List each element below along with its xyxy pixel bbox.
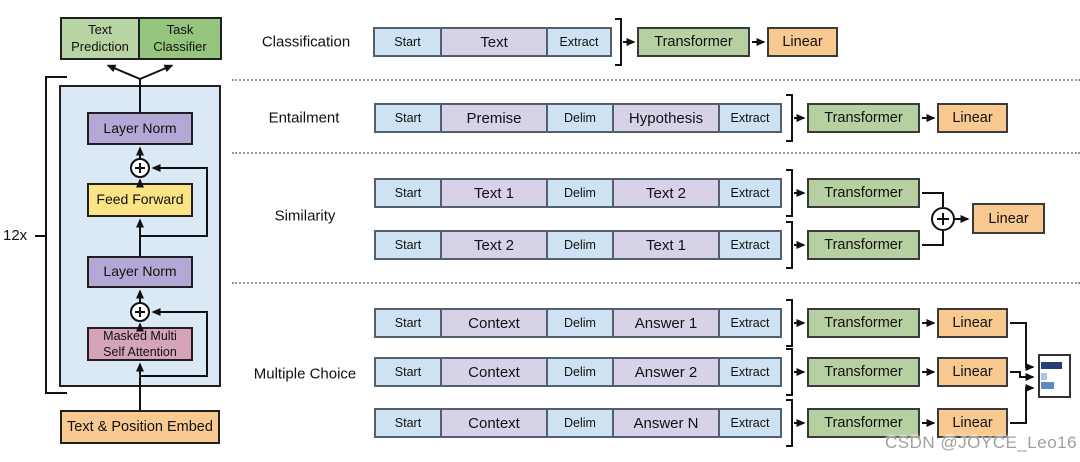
layer-norm-top-box: Layer Norm — [87, 112, 193, 145]
multiple-choice-transformer-box-1: Transformer — [807, 308, 920, 338]
similarity-transformer-box-2: Transformer — [807, 230, 920, 260]
multiple-choice-bracket-1 — [786, 299, 793, 347]
similarity-transformer-box-1: Transformer — [807, 178, 920, 208]
classification-transformer-box: Transformer — [637, 27, 750, 57]
multiple-choice-transformer-box-2: Transformer — [807, 357, 920, 387]
classification-label: Classification — [261, 33, 351, 51]
answer-bar-1 — [1041, 362, 1062, 369]
seq-cell-text: Text — [442, 29, 548, 55]
seq-cell-premise: Premise — [442, 105, 548, 131]
text-prediction-box: Text Prediction — [60, 17, 140, 60]
seq-cell-context: Context — [442, 410, 548, 436]
similarity-linear-box: Linear — [972, 203, 1045, 234]
multiple-choice-bracket-3 — [786, 399, 793, 447]
answer-bar-2 — [1041, 373, 1047, 380]
seq-cell-answerN: Answer N — [614, 410, 720, 436]
similarity-sequence-1: Start Text 1 Delim Text 2 Extract — [374, 178, 782, 208]
seq-cell-start: Start — [376, 410, 442, 436]
seq-cell-start: Start — [376, 359, 442, 385]
seq-cell-start: Start — [375, 29, 442, 55]
feed-forward-box: Feed Forward — [87, 183, 193, 217]
classification-bracket — [615, 18, 622, 66]
seq-cell-start: Start — [376, 310, 442, 336]
seq-cell-delim: Delim — [548, 310, 614, 336]
seq-cell-answer1: Answer 1 — [614, 310, 720, 336]
seq-cell-answer2: Answer 2 — [614, 359, 720, 385]
entailment-linear-box: Linear — [937, 103, 1008, 133]
seq-cell-extract: Extract — [720, 105, 780, 131]
multiple-choice-transformer-box-3: Transformer — [807, 408, 920, 438]
masked-attention-box: Masked Multi Self Attention — [87, 327, 193, 361]
classification-sequence: Start Text Extract — [373, 27, 612, 57]
seq-cell-extract: Extract — [720, 232, 780, 258]
multiple-choice-linear-box-1: Linear — [937, 308, 1008, 338]
similarity-sequence-2: Start Text 2 Delim Text 1 Extract — [374, 230, 782, 260]
seq-cell-start: Start — [376, 232, 442, 258]
multiple-choice-sequence-2: Start Context Delim Answer 2 Extract — [374, 357, 782, 387]
separator-1 — [232, 79, 1080, 81]
entailment-sequence: Start Premise Delim Hypothesis Extract — [374, 103, 782, 133]
seq-cell-start: Start — [376, 105, 442, 131]
embed-box: Text & Position Embed — [60, 410, 220, 444]
separator-3 — [232, 282, 1080, 284]
multiple-choice-linear-box-3: Linear — [937, 408, 1008, 438]
seq-cell-delim: Delim — [548, 359, 614, 385]
repeat-12x-label: 12x — [3, 227, 28, 244]
multiple-choice-sequence-1: Start Context Delim Answer 1 Extract — [374, 308, 782, 338]
watermark-text: CSDN @JOYCE_Leo16 — [885, 433, 1078, 452]
seq-cell-delim: Delim — [548, 105, 614, 131]
multiple-choice-linear-box-2: Linear — [937, 357, 1008, 387]
seq-cell-hypothesis: Hypothesis — [614, 105, 720, 131]
answer-bar-3 — [1041, 382, 1054, 389]
seq-cell-text1: Text 1 — [442, 180, 548, 206]
multiple-choice-bracket-2 — [786, 348, 793, 396]
seq-cell-delim: Delim — [548, 180, 614, 206]
entailment-transformer-box: Transformer — [807, 103, 920, 133]
seq-cell-text1: Text 1 — [614, 232, 720, 258]
separator-2 — [232, 152, 1080, 154]
seq-cell-context: Context — [442, 310, 548, 336]
entailment-label: Entailment — [268, 109, 340, 127]
seq-cell-extract: Extract — [720, 310, 780, 336]
seq-cell-text2: Text 2 — [442, 232, 548, 258]
entailment-bracket — [786, 94, 793, 142]
seq-cell-start: Start — [376, 180, 442, 206]
seq-cell-extract: Extract — [720, 359, 780, 385]
similarity-label: Similarity — [274, 207, 336, 225]
similarity-bracket-2 — [786, 221, 793, 269]
seq-cell-extract: Extract — [548, 29, 610, 55]
similarity-add-icon — [931, 207, 955, 231]
seq-cell-context: Context — [442, 359, 548, 385]
classification-linear-box: Linear — [767, 27, 838, 57]
seq-cell-extract: Extract — [720, 410, 780, 436]
multiple-choice-label: Multiple Choice — [253, 365, 357, 383]
multiple-choice-sequence-3: Start Context Delim Answer N Extract — [374, 408, 782, 438]
seq-cell-delim: Delim — [548, 232, 614, 258]
similarity-bracket-1 — [786, 169, 793, 217]
seq-cell-text2: Text 2 — [614, 180, 720, 206]
layer-norm-bottom-box: Layer Norm — [87, 256, 193, 288]
task-classifier-box: Task Classifier — [138, 17, 222, 60]
seq-cell-delim: Delim — [548, 410, 614, 436]
seq-cell-extract: Extract — [720, 180, 780, 206]
